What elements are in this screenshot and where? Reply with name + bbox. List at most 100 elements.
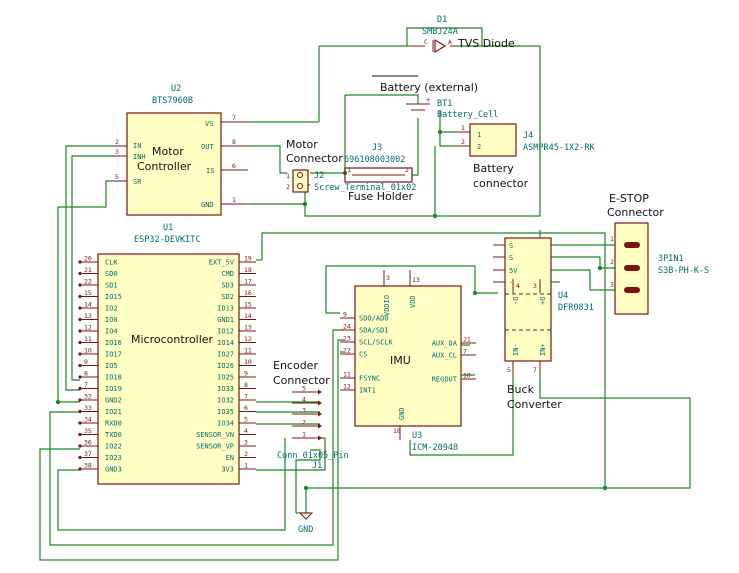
svg-text:7: 7 bbox=[232, 114, 236, 122]
u3-left-pin-number: 22 bbox=[343, 347, 351, 355]
u1-right-pin-number: 9 bbox=[244, 370, 248, 378]
gnd-label: GND bbox=[298, 525, 313, 535]
u3-left-pin-number: 24 bbox=[343, 323, 351, 331]
estop-connector[interactable]: 1 2 3 E-STOP Connector 3PIN1 S3B-PH-K-S bbox=[607, 192, 709, 315]
ground-symbol[interactable]: GND bbox=[298, 512, 313, 535]
u3-body bbox=[354, 285, 462, 427]
u4-body bbox=[504, 237, 552, 362]
j4-title-line2: connector bbox=[473, 177, 529, 190]
u1-left-pin-name: IO21 bbox=[105, 408, 122, 416]
u3-left-pin-name: SCL/SCLK bbox=[359, 339, 394, 347]
fuse-holder-j3[interactable]: J3 696108003002 Fuse Holder 1 2 bbox=[344, 143, 414, 203]
u1-right-pin-name: IO14 bbox=[217, 339, 234, 347]
u1-right-pin-number: 5 bbox=[244, 416, 248, 424]
bt1-plus: + bbox=[426, 96, 430, 104]
j4-ref: J4 bbox=[523, 131, 533, 141]
u1-right-pin-name: 3V3 bbox=[221, 466, 234, 474]
wires bbox=[39, 27, 691, 561]
u1-left-pin-number: 14 bbox=[84, 301, 92, 309]
tvs-diode-d1[interactable]: D1 SMBJ24A TVS Diode C A bbox=[410, 15, 515, 54]
u1-left-pin-name: TXD0 bbox=[105, 431, 122, 439]
svg-text:13: 13 bbox=[412, 276, 420, 284]
j3-value: 696108003002 bbox=[344, 155, 405, 165]
u1-right-pin-number: 10 bbox=[244, 358, 252, 366]
u1-left-pin-number: 13 bbox=[84, 312, 92, 320]
u1-right-pin-number: 12 bbox=[244, 335, 252, 343]
svg-text:A: A bbox=[448, 38, 452, 46]
j1-pin-number: 3 bbox=[302, 407, 306, 415]
u1-right-pin-name: CMD bbox=[221, 270, 234, 278]
j4-body bbox=[469, 123, 517, 157]
u1-right-pin-number: 14 bbox=[244, 312, 252, 320]
u1-right-pin-number: 6 bbox=[244, 404, 248, 412]
svg-text:3: 3 bbox=[533, 282, 537, 290]
u3-left-pin-number: 23 bbox=[343, 335, 351, 343]
u1-right-pin-name: EXT_5V bbox=[209, 259, 235, 267]
svg-text:S: S bbox=[509, 242, 513, 250]
u1-left-pin-number: 20 bbox=[84, 255, 92, 263]
estop-title-line1: E-STOP bbox=[609, 192, 649, 205]
motor-connector-j2[interactable]: 1 2 Motor Connector J2 Screw_Terminal_01… bbox=[286, 138, 416, 193]
u1-right-pin-number: 1 bbox=[244, 462, 248, 470]
u1-right-pin-name: SD3 bbox=[221, 282, 234, 290]
u3-ref: U3 bbox=[412, 431, 422, 441]
j3-ref: J3 bbox=[372, 143, 382, 153]
u3-left-pin-name: SDA/SDI bbox=[359, 327, 389, 335]
u1-left-pin-number: 37 bbox=[84, 450, 92, 458]
u1-left-pin-number: 35 bbox=[84, 427, 92, 435]
u3-right-pin-name: AUX_CL bbox=[432, 352, 457, 360]
u1-body bbox=[97, 253, 240, 485]
u1-right-pin-number: 19 bbox=[244, 255, 252, 263]
svg-text:OUT: OUT bbox=[201, 143, 214, 151]
u3-left-pin-name: FSYNC bbox=[359, 375, 380, 383]
u1-left-pin-number: 33 bbox=[84, 404, 92, 412]
u1-right-pin-number: 17 bbox=[244, 278, 252, 286]
j3-title: Fuse Holder bbox=[348, 190, 414, 203]
u1-left-pin-number: 15 bbox=[84, 289, 92, 297]
svg-text:5V: 5V bbox=[509, 267, 518, 275]
u1-right-pin-number: 18 bbox=[244, 266, 252, 274]
u1-right-pin-name: IO27 bbox=[217, 351, 234, 359]
j1-title-line1: Encoder bbox=[273, 359, 318, 372]
u1-left-pin-name: SD1 bbox=[105, 282, 118, 290]
u1-left-pin-name: IO22 bbox=[105, 443, 122, 451]
u3-value: ICM-20948 bbox=[412, 443, 458, 453]
svg-text:GND: GND bbox=[398, 407, 406, 420]
u1-left-pin-number: 34 bbox=[84, 416, 92, 424]
j2-title-line2: Connector bbox=[286, 152, 343, 165]
svg-text:IN+: IN+ bbox=[539, 343, 547, 356]
u4-title-line1: Buck bbox=[507, 383, 535, 396]
u1-right-pin-number: 4 bbox=[244, 427, 248, 435]
u1-left-pin-name: IO15 bbox=[105, 293, 122, 301]
buck-converter-u4[interactable]: S S 5V - -O +O IN- IN+ 4 3 5 7 U4 DFR083… bbox=[493, 237, 594, 411]
u1-left-pin-name: IO19 bbox=[105, 385, 122, 393]
battery-bt1[interactable]: Battery (external) + BT1 Battery_Cell bbox=[372, 75, 498, 120]
svg-text:GND: GND bbox=[201, 201, 214, 209]
j4-title-line1: Battery bbox=[473, 162, 514, 175]
u1-right-pin-name: IO12 bbox=[217, 328, 234, 336]
u1-left-pin-number: 38 bbox=[84, 462, 92, 470]
u1-right-pin-name: IO34 bbox=[217, 420, 234, 428]
u1-right-pin-number: 15 bbox=[244, 301, 252, 309]
fuse-icon bbox=[344, 167, 413, 183]
j2-body bbox=[292, 169, 309, 193]
j2-pin1: 1 bbox=[286, 172, 290, 180]
motor-controller-u2[interactable]: U2 BTS7960B Motor Controller 2 IN 3 INH … bbox=[112, 84, 248, 216]
u1-left-pin-name: IO0 bbox=[105, 316, 118, 324]
j1-title-line2: Connector bbox=[273, 374, 330, 387]
u3-right-pin-name: REGOUT bbox=[432, 376, 458, 384]
svg-text:VS: VS bbox=[205, 120, 213, 128]
battery-connector-j4[interactable]: 1 2 1 2 J4 ASMPR45-1X2-RK Battery connec… bbox=[457, 123, 596, 190]
u1-left-pin-name: IO17 bbox=[105, 351, 122, 359]
svg-text:IS: IS bbox=[206, 167, 214, 175]
u1-title: Microcontroller bbox=[131, 333, 214, 346]
u3-right-pin-name: AUX_DA bbox=[432, 340, 458, 348]
j2-pin2: 2 bbox=[286, 183, 290, 191]
u3-right-pin-number: 21 bbox=[463, 336, 471, 344]
svg-text:IN: IN bbox=[133, 142, 141, 150]
u1-right-pin-name: IO13 bbox=[217, 305, 234, 313]
